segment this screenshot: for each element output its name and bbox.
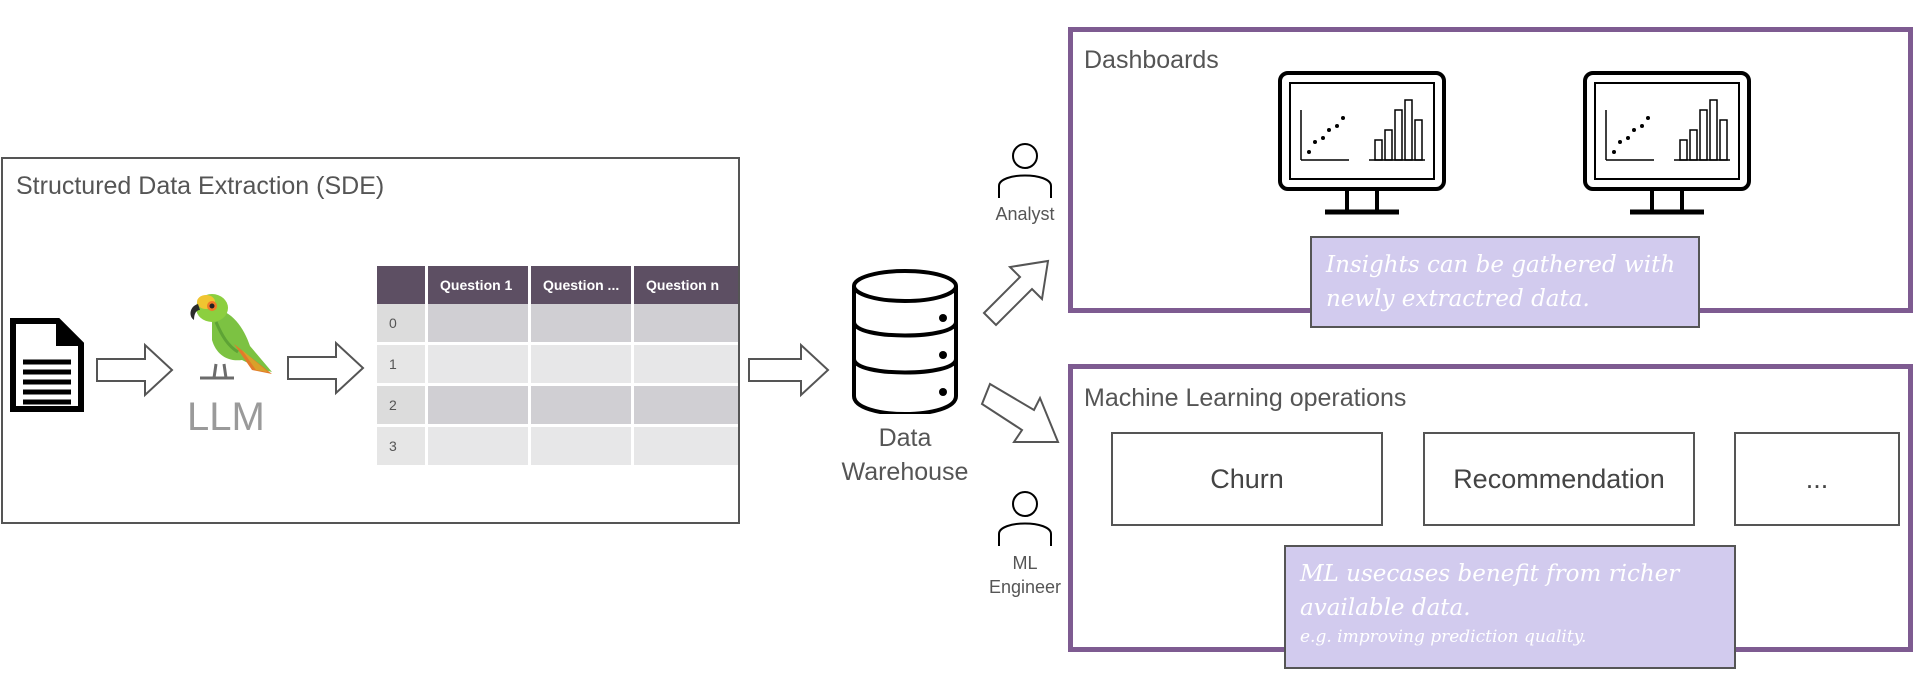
warehouse-label-line2: Warehouse	[841, 458, 969, 486]
table-row: 2	[377, 386, 738, 427]
arrow-icon	[982, 259, 1050, 327]
row-index: 1	[377, 345, 425, 386]
table-cell	[634, 304, 738, 345]
table-row: 1	[377, 345, 738, 386]
table-cell	[634, 386, 738, 427]
monitor-chart-icon	[1278, 71, 1446, 215]
recommendation-box: Recommendation	[1423, 432, 1695, 526]
analyst-label: Analyst	[995, 204, 1055, 224]
database-icon	[852, 269, 958, 414]
column-header: Question 1	[428, 266, 528, 304]
table-cell	[531, 427, 631, 468]
ml-note-line1: ML usecases benefit from richer	[1300, 561, 1680, 587]
arrow-icon	[980, 382, 1060, 443]
warehouse-label-line1: Data	[878, 424, 932, 452]
churn-box: Churn	[1111, 432, 1383, 526]
table-corner	[377, 266, 425, 304]
row-index: 2	[377, 386, 425, 427]
arrow-icon	[96, 342, 174, 398]
table-cell	[428, 345, 528, 386]
document-icon	[10, 318, 84, 412]
ml-note-small: e.g. improving prediction quality.	[1300, 627, 1587, 647]
dashboards-title: Dashboards	[1084, 46, 1219, 74]
parrot-icon	[190, 294, 272, 380]
table-cell	[531, 304, 631, 345]
column-header: Question n	[634, 266, 738, 304]
arrow-icon	[748, 342, 830, 398]
ml-note: ML usecases benefit from richer availabl…	[1284, 545, 1736, 669]
table-cell	[634, 345, 738, 386]
ml-engineer-label-line2: Engineer	[988, 577, 1062, 597]
arrow-icon	[287, 340, 365, 396]
table-cell	[428, 427, 528, 468]
llm-label: LLM	[187, 395, 265, 439]
ml-note-line2: available data.	[1300, 595, 1471, 621]
monitor-chart-icon	[1583, 71, 1751, 215]
table-cell	[428, 386, 528, 427]
table-cell	[531, 386, 631, 427]
extraction-table: Question 1 Question ... Question n 0 1 2…	[374, 266, 741, 468]
row-index: 0	[377, 304, 425, 345]
dashboards-note-line1: Insights can be gathered with	[1326, 252, 1676, 278]
dashboards-note-line2: newly extractred data.	[1326, 286, 1590, 312]
ml-engineer-label-line1: ML	[1012, 553, 1038, 573]
table-row: 3	[377, 427, 738, 468]
person-icon	[998, 491, 1052, 546]
person-icon	[998, 143, 1052, 198]
more-usecases-box: ...	[1734, 432, 1900, 526]
table-cell	[428, 304, 528, 345]
table-row: 0	[377, 304, 738, 345]
sde-title: Structured Data Extraction (SDE)	[16, 172, 385, 200]
column-header: Question ...	[531, 266, 631, 304]
ml-operations-title: Machine Learning operations	[1084, 384, 1407, 412]
table-cell	[531, 345, 631, 386]
table-cell	[634, 427, 738, 468]
row-index: 3	[377, 427, 425, 468]
dashboards-note: Insights can be gathered with newly extr…	[1310, 236, 1700, 328]
